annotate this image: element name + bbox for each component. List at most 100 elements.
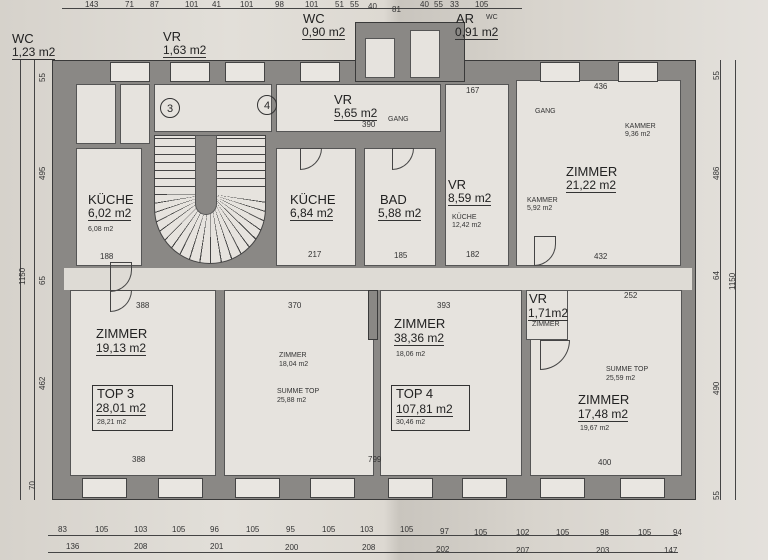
- top-dim: 51: [335, 0, 344, 9]
- window: [82, 478, 127, 498]
- vr-center-name: VR: [334, 92, 353, 107]
- kueche-left-room: [76, 148, 142, 266]
- zimmer-center-room: [380, 290, 522, 476]
- zimmer-center-bottom: 799: [368, 455, 382, 464]
- vr-right-w: 182: [466, 250, 480, 259]
- zimmer-ne-w-bot: 432: [594, 252, 608, 261]
- window: [310, 478, 355, 498]
- bottom-dim-2: 136: [66, 542, 80, 551]
- zimmer-se-sum-area: 25,59 m2: [606, 375, 636, 382]
- vr-small-name: VR: [529, 291, 548, 306]
- vr-right-room: [445, 84, 509, 266]
- bottom-dim-2: 202: [436, 545, 450, 554]
- vr-left-name: VR: [163, 29, 182, 44]
- bottom-dim: 105: [638, 528, 652, 537]
- right-dimension-line: [720, 60, 721, 500]
- zimmer-center-left-room: [224, 290, 374, 476]
- zimmer-se-area: 17,48 m2: [578, 407, 629, 422]
- wc-center-area: 0,90 m2: [302, 25, 346, 40]
- zimmer-sw-area: 19,13 m2: [96, 341, 147, 356]
- top4-old: 30,46 m2: [396, 419, 426, 426]
- left-dimension-line: [34, 60, 35, 500]
- top-dim: 101: [305, 0, 319, 9]
- zimmer-sw-w-bot: 388: [132, 455, 146, 464]
- top-dim: 87: [150, 0, 159, 9]
- top-dim: 105: [475, 0, 489, 9]
- zimmer-se-name: ZIMMER: [578, 392, 630, 407]
- vr-small-room: [526, 290, 568, 340]
- top3-name: TOP 3: [97, 386, 135, 401]
- top4-name: TOP 4: [396, 386, 434, 401]
- zimmer-ne-room: [516, 80, 681, 266]
- vr-left-room: [120, 84, 150, 144]
- zimmer-sw-room: [70, 290, 216, 476]
- bottom-dim: 102: [516, 528, 530, 537]
- kammer-b-label: KAMMER: [527, 197, 558, 204]
- bottom-dim: 103: [134, 525, 148, 534]
- kammer-a-area: 9,36 m2: [625, 131, 651, 138]
- top-dim: 41: [212, 0, 221, 9]
- zimmer-ne-name: ZIMMER: [566, 164, 618, 179]
- zimmer-sw-name: ZIMMER: [96, 326, 148, 341]
- right-dim: 55: [712, 71, 721, 80]
- bottom-dim: 98: [600, 528, 609, 537]
- top-dim: 33: [450, 0, 459, 9]
- window: [462, 478, 507, 498]
- ar-area: 0,91 m2: [455, 25, 499, 40]
- right-dim: 55: [712, 491, 721, 500]
- zimmer-center-old: 18,06 m2: [396, 351, 426, 358]
- window: [540, 478, 585, 498]
- top-dim: 143: [85, 0, 99, 9]
- zimmer-ne-w-top: 436: [594, 82, 608, 91]
- ar-name: AR: [456, 11, 475, 26]
- top-dim: 40: [368, 2, 377, 11]
- window: [170, 62, 210, 82]
- bottom-dim: 105: [246, 525, 260, 534]
- bottom-dim: 97: [440, 527, 449, 536]
- kammer-b-area: 5,92 m2: [527, 205, 553, 212]
- wc-left-name: WC: [12, 31, 34, 46]
- bad-name: BAD: [380, 192, 407, 207]
- top-dim: 71: [125, 0, 134, 9]
- left-dim: 462: [38, 376, 47, 390]
- zimmer-cl-sum-label: SUMME TOP: [277, 388, 320, 395]
- right-dimension-line-outer: [735, 60, 736, 500]
- kueche-left-w: 188: [100, 252, 114, 261]
- zimmer-se-w-top: 252: [624, 291, 638, 300]
- vr-right-old-area: 12,42 m2: [452, 222, 482, 229]
- right-dim: 486: [712, 166, 721, 180]
- right-dim: 1150: [728, 272, 737, 290]
- kueche-left-name: KÜCHE: [88, 192, 134, 207]
- top3-area: 28,01 m2: [96, 401, 147, 416]
- bottom-dim-2: 208: [362, 543, 376, 552]
- stair-marker-3: 3: [160, 98, 180, 118]
- top-dim: 98: [275, 0, 284, 9]
- bottom-dim: 96: [210, 525, 219, 534]
- left-dim: 55: [38, 73, 47, 82]
- vr-center-dim: 390: [362, 120, 376, 129]
- bottom-dim: 105: [95, 525, 109, 534]
- left-dim: 495: [38, 166, 47, 180]
- zimmer-se-old: 19,67 m2: [580, 425, 610, 432]
- window: [620, 478, 665, 498]
- top-dim: 81: [392, 5, 401, 14]
- kueche-mid-room: [276, 148, 356, 266]
- vr-right-old-name: KÜCHE: [452, 214, 477, 221]
- bottom-dim: 94: [673, 528, 682, 537]
- kammer-a-label: KAMMER: [625, 123, 656, 130]
- left-dim: 65: [38, 276, 47, 285]
- top-dim: 101: [185, 0, 199, 9]
- bottom-dim-2: 147: [664, 546, 678, 555]
- stair-core: [195, 135, 217, 215]
- bottom-dim: 83: [58, 525, 67, 534]
- bottom-dim-2: 203: [596, 546, 610, 555]
- zimmer-cl-w: 370: [288, 301, 302, 310]
- ar-sub: WC: [486, 14, 498, 21]
- window: [225, 62, 265, 82]
- bottom-dimension-line-2: [48, 552, 678, 553]
- wc-left-area: 1,23 m2: [12, 45, 56, 60]
- zimmer-sw-w: 388: [136, 301, 150, 310]
- zimmer-se-w-bot: 400: [598, 458, 612, 467]
- left-dim: 1150: [18, 267, 27, 285]
